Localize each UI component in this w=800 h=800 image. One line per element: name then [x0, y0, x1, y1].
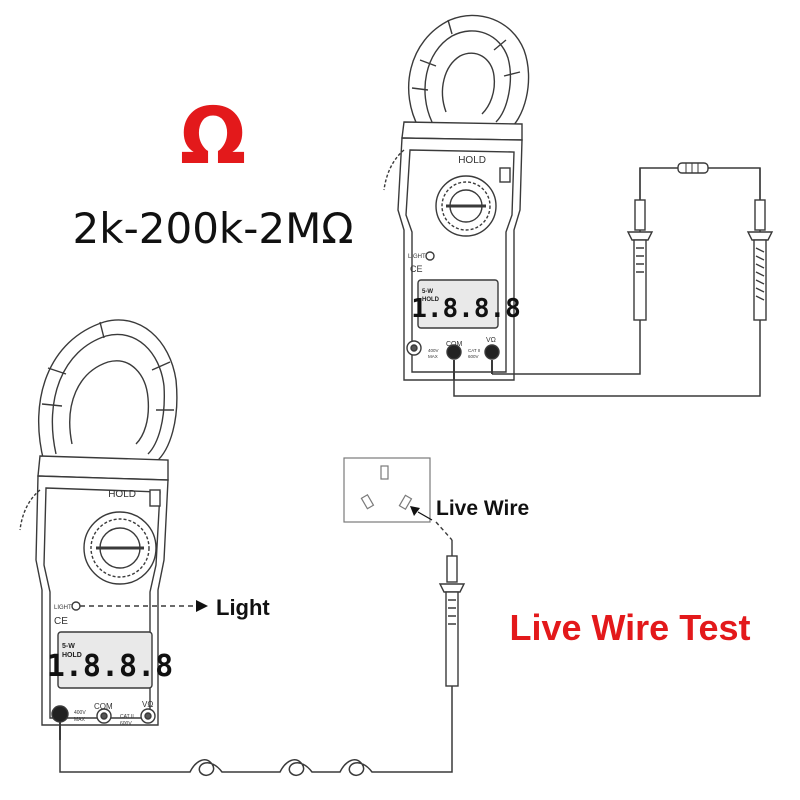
light-callout-label: Light — [216, 595, 270, 620]
clamp-jaw-icon — [407, 14, 530, 133]
vohm-label: VΩ — [486, 337, 496, 344]
probe-red-icon — [746, 168, 774, 321]
max-label: MAX — [428, 354, 438, 359]
live-wire-callout-line — [435, 521, 453, 541]
socket-vohm — [484, 344, 500, 360]
ce-mark: CE — [54, 616, 68, 627]
lcd-digits: 1.8.8.8 — [411, 294, 521, 324]
light-label: LIGHT — [408, 254, 426, 260]
cat-label: CAT II — [120, 714, 134, 720]
wall-socket-icon — [343, 457, 431, 523]
clamp-meter-top — [383, 14, 530, 381]
live-wire-test-title: Live Wire Test — [509, 607, 750, 648]
lcd-tag-2: HOLD — [422, 297, 440, 303]
clamp-jaw-icon — [37, 319, 178, 463]
com-label: COM — [446, 341, 463, 348]
socket-com — [446, 344, 462, 360]
ce-mark: CE — [410, 264, 423, 274]
com-label: COM — [94, 702, 113, 711]
light-button[interactable] — [425, 251, 435, 261]
lcd-digits: 1.8.8.8 — [47, 649, 173, 684]
arrow-upleft-icon — [410, 506, 420, 516]
lcd-tag-2: HOLD — [62, 652, 82, 659]
probe-icon — [438, 540, 466, 687]
arrow-right-icon — [196, 600, 208, 612]
hold-label: HOLD — [458, 155, 486, 166]
trigger-button[interactable] — [499, 167, 511, 183]
vohm-label: VΩ — [142, 700, 153, 709]
lcd-screen — [417, 279, 499, 329]
test-lead-wire — [59, 686, 453, 776]
socket-left — [51, 705, 69, 723]
volt-label: 600V — [468, 354, 479, 359]
light-label: LIGHT — [54, 605, 72, 611]
max-volt-label: 400V — [74, 710, 86, 716]
trigger-button[interactable] — [149, 489, 161, 507]
volt-label: 600V — [120, 721, 132, 727]
probe-black-icon — [626, 168, 654, 321]
lcd-screen — [57, 631, 153, 689]
light-button[interactable] — [71, 601, 81, 611]
hold-label: HOLD — [108, 489, 136, 500]
ohm-symbol: Ω — [180, 92, 246, 182]
max-label: MAX — [74, 717, 86, 723]
resistor-icon — [677, 162, 709, 174]
resistance-range-text: 2k-200k-2MΩ — [73, 204, 354, 253]
lcd-tag-1: 5-W — [422, 289, 433, 295]
clamp-meter-bottom — [19, 319, 178, 740]
lcd-tag-1: 5-W — [62, 643, 75, 650]
max-volt-label: 400V — [428, 348, 439, 353]
cat-label: CAT II — [468, 348, 480, 353]
live-wire-label: Live Wire — [436, 497, 529, 520]
